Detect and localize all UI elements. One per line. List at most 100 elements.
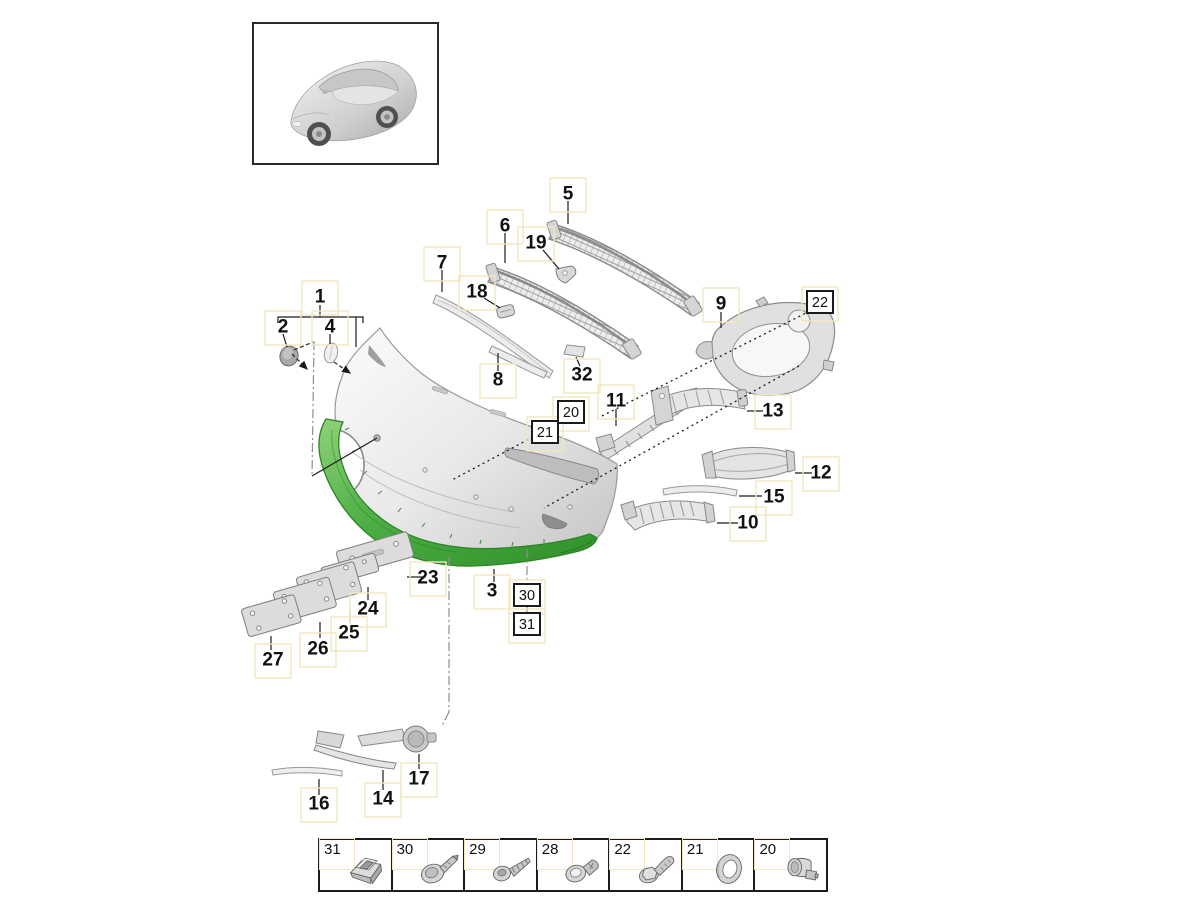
callout-5[interactable]: 5: [563, 184, 574, 205]
part-2-tow-eye-cover[interactable]: [277, 344, 300, 369]
callout-27[interactable]: 27: [262, 650, 283, 671]
callout-12[interactable]: 12: [810, 463, 831, 484]
callout-16[interactable]: 16: [308, 794, 329, 815]
callout-32[interactable]: 32: [571, 365, 592, 386]
callout-4[interactable]: 4: [325, 317, 336, 338]
callout-frame: [513, 583, 541, 607]
leader-line: [543, 365, 800, 509]
callout-hotspot: [729, 506, 767, 542]
callout-number: 12: [810, 463, 831, 484]
callout-17[interactable]: 17: [408, 769, 429, 790]
callout-13[interactable]: 13: [762, 401, 783, 422]
callout-number: 13: [762, 401, 783, 422]
callout-hotspot: [311, 310, 349, 346]
callout-frame: [806, 290, 834, 314]
part-18-clip[interactable]: [496, 304, 515, 319]
callout-number: 17: [408, 769, 429, 790]
callout-23[interactable]: 23: [417, 568, 438, 589]
callout-21[interactable]: 21: [531, 420, 559, 444]
part-7-trim-strip[interactable]: [432, 294, 554, 379]
part-8-trim-strip[interactable]: [488, 345, 548, 379]
part-10-side-grille-lower[interactable]: [620, 500, 716, 531]
callout-number: 26: [307, 639, 328, 660]
expansion-rivet-icon: [561, 849, 607, 889]
parking-sensor-icon: [779, 849, 825, 889]
part-16-trim-strip[interactable]: [271, 766, 343, 777]
fastener-cell-20[interactable]: 20: [753, 838, 826, 890]
callout-hotspot: [301, 280, 339, 316]
fastener-cell-21[interactable]: 21: [680, 838, 754, 890]
callout-7[interactable]: 7: [437, 253, 448, 274]
callout-number: 14: [372, 789, 394, 810]
callout-number: 32: [571, 365, 592, 386]
part-32-clip[interactable]: [563, 344, 586, 358]
callout-number: 30: [519, 588, 535, 604]
callout-hotspot: [801, 286, 839, 322]
callout-20[interactable]: 20: [557, 400, 585, 424]
fastener-cell-28[interactable]: 28: [535, 838, 609, 890]
callout-number: 16: [308, 794, 329, 815]
callout-hotspot: [473, 574, 511, 610]
part-3-front-spoiler-highlighted[interactable]: [318, 418, 598, 567]
leader-line: [311, 437, 378, 477]
fastener-cell-29[interactable]: 29: [463, 838, 536, 890]
washer-head-screw-icon: [416, 849, 462, 889]
callout-15[interactable]: 15: [763, 487, 785, 508]
callout-22[interactable]: 22: [806, 290, 834, 314]
callout-hotspot: [479, 363, 517, 399]
part-12-side-vent-grille[interactable]: [701, 446, 796, 480]
fastener-number: 20: [759, 841, 777, 858]
callout-31[interactable]: 31: [513, 612, 541, 636]
callout-hotspot: [330, 616, 368, 652]
fastener-cell-31[interactable]: 31: [319, 838, 391, 890]
callout-hotspot: [563, 358, 601, 394]
part-13-side-grille[interactable]: [650, 385, 749, 426]
fastener-cell-22[interactable]: 22: [608, 838, 681, 890]
callout-hotspot: [349, 592, 387, 628]
callout-30[interactable]: 30: [513, 583, 541, 607]
part-4-cover-plate[interactable]: [323, 342, 340, 364]
callout-2[interactable]: 2: [278, 317, 289, 338]
fastener-cell-30[interactable]: 30: [390, 838, 464, 890]
headlight-aperture: [504, 447, 600, 485]
seal-ring-icon: [706, 849, 752, 889]
callout-hotspot: [264, 310, 302, 346]
wheel-arch-line: [338, 429, 365, 494]
fog-opening: [541, 513, 568, 530]
fastener-number: 29: [469, 841, 486, 858]
part-6-upper-grille[interactable]: [485, 262, 642, 360]
callout-hotspot: [409, 561, 447, 597]
callout-11[interactable]: 11: [606, 391, 627, 412]
callout-8[interactable]: 8: [493, 370, 504, 391]
part-5-upper-grille[interactable]: [546, 219, 703, 317]
part-17-sensor-holder[interactable]: [357, 725, 437, 753]
callout-3[interactable]: 3: [487, 581, 498, 602]
callout-frame: [531, 420, 559, 444]
callout-number: 1: [315, 287, 326, 308]
part-27-license-bracket[interactable]: [241, 594, 302, 637]
part-19-bracket-clip[interactable]: [555, 265, 577, 284]
callout-9[interactable]: 9: [716, 294, 727, 315]
callout-19[interactable]: 19: [525, 233, 546, 254]
part-9-fog-lamp-bracket[interactable]: [695, 296, 836, 397]
leader-arrow: [291, 353, 308, 370]
callout-10[interactable]: 10: [737, 513, 758, 534]
callout-number: 21: [537, 425, 553, 441]
callout-14[interactable]: 14: [372, 789, 394, 810]
callout-18[interactable]: 18: [466, 282, 487, 303]
callout-6[interactable]: 6: [500, 216, 511, 237]
callout-24[interactable]: 24: [357, 599, 379, 620]
callout-26[interactable]: 26: [307, 639, 328, 660]
callout-25[interactable]: 25: [338, 623, 360, 644]
callout-1[interactable]: 1: [315, 287, 326, 308]
leader-line: [311, 340, 315, 477]
callout-hotspot: [755, 480, 793, 516]
part-14-trim-blade[interactable]: [313, 730, 397, 770]
vehicle-thumbnail[interactable]: [252, 22, 439, 165]
fastener-number: 31: [324, 841, 341, 858]
part-15-trim-strip[interactable]: [662, 485, 738, 497]
